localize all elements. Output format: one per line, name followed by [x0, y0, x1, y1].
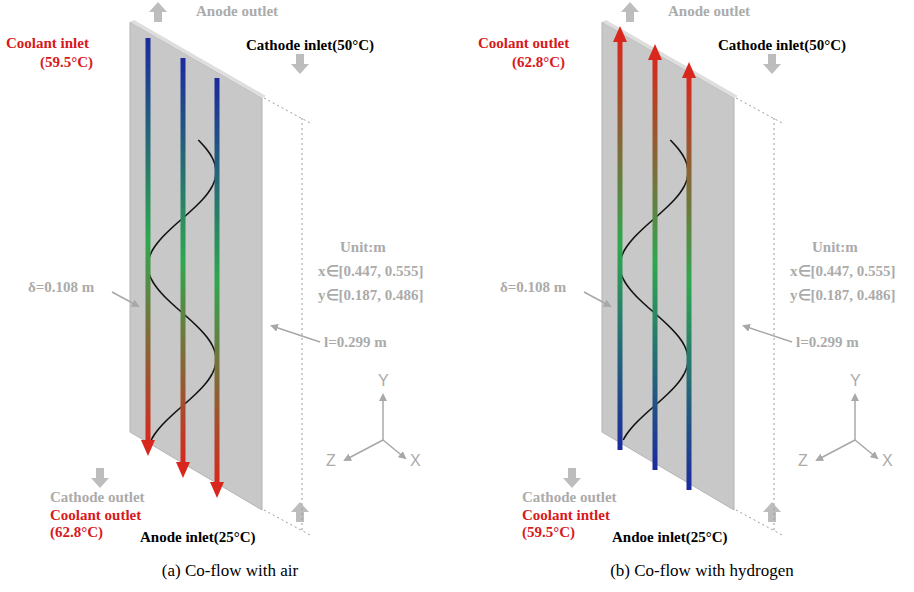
axis-label: X	[882, 452, 893, 470]
temperature-label: (59.5°C)	[522, 523, 575, 541]
axis-label: X	[410, 452, 421, 470]
coolant-label: Coolant outlet	[478, 34, 569, 52]
subfigure-caption: (a) Co-flow with air	[162, 562, 298, 580]
coolant-channels	[613, 26, 696, 490]
port-label: Anode outlet	[196, 2, 278, 20]
port-label: Cathode outlet	[522, 488, 617, 506]
range-note: y∈[0.187, 0.486]	[318, 286, 424, 304]
port-label: Andoe inlet(25°C)	[612, 528, 728, 546]
dimension-label: l=0.299 m	[324, 333, 387, 351]
unit-note: Unit:m	[340, 238, 386, 256]
port-label: Anode outlet	[668, 2, 750, 20]
coolant-channels	[141, 38, 224, 498]
port-label: Cathode outlet	[50, 488, 145, 506]
unit-note: Unit:m	[812, 238, 858, 256]
port-label: Anode inlet(25°C)	[140, 528, 256, 546]
axis-label: Y	[378, 372, 389, 390]
coolant-label: Coolant outlet	[50, 506, 141, 524]
coolant-label: Coolant inlet	[6, 34, 89, 52]
dimension-label: l=0.299 m	[796, 333, 859, 351]
temperature-label: (59.5°C)	[40, 53, 93, 71]
temperature-label: (62.8°C)	[50, 523, 103, 541]
axis-label: Y	[850, 372, 861, 390]
port-label: Cathode inlet(50°C)	[246, 36, 374, 54]
port-label: Cathode inlet(50°C)	[718, 36, 846, 54]
dimension-label: δ=0.108 m	[500, 278, 566, 296]
coolant-label: Coolant intlet	[522, 506, 610, 524]
range-note: y∈[0.187, 0.486]	[790, 286, 896, 304]
range-note: x∈[0.447, 0.555]	[318, 262, 424, 280]
axis-label: Z	[326, 452, 336, 470]
dimension-label: δ=0.108 m	[28, 278, 94, 296]
axis-label: Z	[798, 452, 808, 470]
temperature-label: (62.8°C)	[512, 53, 565, 71]
range-note: x∈[0.447, 0.555]	[790, 262, 896, 280]
subfigure-caption: (b) Co-flow with hydrogen	[610, 562, 794, 580]
